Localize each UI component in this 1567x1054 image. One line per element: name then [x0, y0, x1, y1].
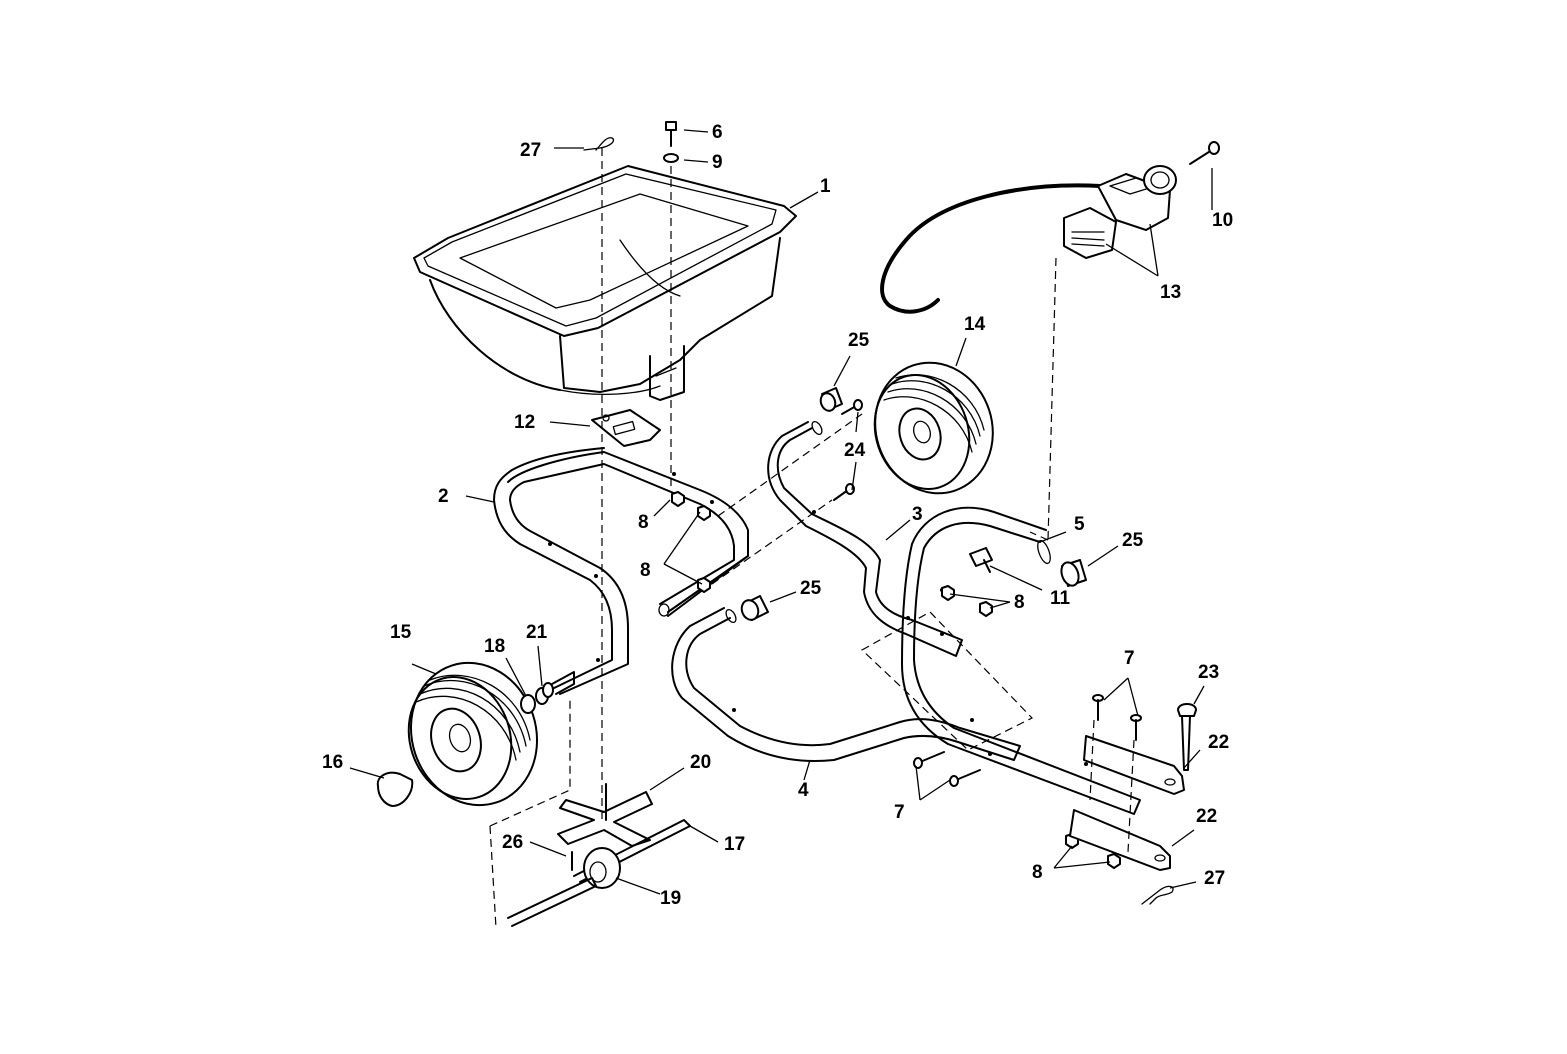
bushing-18 [520, 694, 536, 714]
pin-23 [1177, 703, 1197, 771]
bolt-10 [1189, 141, 1220, 165]
callout-21: 21 [526, 622, 548, 643]
callout-13: 13 [1160, 282, 1181, 303]
callout-16: 16 [322, 752, 343, 773]
hopper [413, 165, 797, 401]
callout-7-upper: 7 [1124, 648, 1135, 669]
callout-4: 4 [798, 780, 809, 801]
callout-14: 14 [964, 314, 986, 335]
wheel-15 [407, 661, 539, 807]
callout-8-bottom: 8 [1032, 862, 1043, 883]
wing-bolt-11 [969, 547, 993, 573]
callout-6: 6 [712, 122, 723, 143]
callout-25-right: 25 [1122, 530, 1144, 551]
drive-shaft [507, 877, 597, 927]
callout-1: 1 [820, 176, 831, 197]
callout-22-upper: 22 [1208, 732, 1229, 753]
hairpin-clip-27-bottom [1141, 885, 1174, 905]
callout-27-top: 27 [520, 140, 541, 161]
cap-25-right [1060, 559, 1087, 587]
callout-3: 3 [912, 504, 923, 525]
bolts-7-upper [1092, 694, 1142, 741]
callout-23: 23 [1198, 662, 1219, 683]
cap-25-top [819, 387, 843, 412]
handle-5 [901, 506, 1141, 815]
bracket-22-upper [1083, 735, 1185, 795]
nut-21 [535, 682, 554, 705]
callout-8-left: 8 [640, 560, 651, 581]
washer-9 [663, 153, 679, 163]
callout-7-lower: 7 [894, 802, 905, 823]
callout-8-center: 8 [638, 512, 649, 533]
bracket-22-lower [1069, 809, 1171, 871]
callout-25-top: 25 [848, 330, 870, 351]
callout-20: 20 [690, 752, 711, 773]
callout-9: 9 [712, 152, 723, 173]
control-cable [880, 183, 1102, 314]
callout-17: 17 [724, 834, 745, 855]
impeller-20 [557, 783, 653, 847]
handle-4 [671, 607, 1021, 762]
callout-18: 18 [484, 636, 505, 657]
callout-labels: 1 2 3 4 5 6 7 7 8 8 8 8 9 10 11 12 13 14… [322, 122, 1233, 909]
control-assembly-13 [1063, 165, 1177, 259]
cap-25-middle [740, 595, 769, 621]
axle-end [551, 671, 575, 695]
callout-24: 24 [844, 440, 866, 461]
hub-cap-16 [376, 771, 414, 807]
front-frame-2 [493, 447, 749, 695]
callout-8-right: 8 [1014, 592, 1025, 613]
callout-11: 11 [1050, 588, 1071, 609]
callout-leaders [349, 129, 1213, 895]
callout-2: 2 [438, 486, 449, 507]
nut-8-right [941, 585, 993, 617]
callout-12: 12 [514, 412, 535, 433]
gearbox-19 [583, 847, 621, 889]
callout-25-middle: 25 [800, 578, 822, 599]
callout-27-bottom: 27 [1204, 868, 1225, 889]
callout-5: 5 [1074, 514, 1085, 535]
bolts-7-lower [913, 751, 981, 787]
callout-22-lower: 22 [1196, 806, 1217, 827]
hairpin-clip-27-top [583, 137, 615, 151]
callout-15: 15 [390, 622, 412, 643]
callout-26: 26 [502, 832, 523, 853]
bolt-24 [833, 399, 863, 501]
callout-10: 10 [1212, 210, 1233, 231]
shutter-plate-12 [591, 409, 661, 447]
wheel-14 [873, 361, 994, 495]
callout-19: 19 [660, 888, 681, 909]
bolt-6 [665, 121, 677, 147]
assembly-guide-lines [489, 148, 1135, 929]
axle-17 [573, 819, 691, 883]
